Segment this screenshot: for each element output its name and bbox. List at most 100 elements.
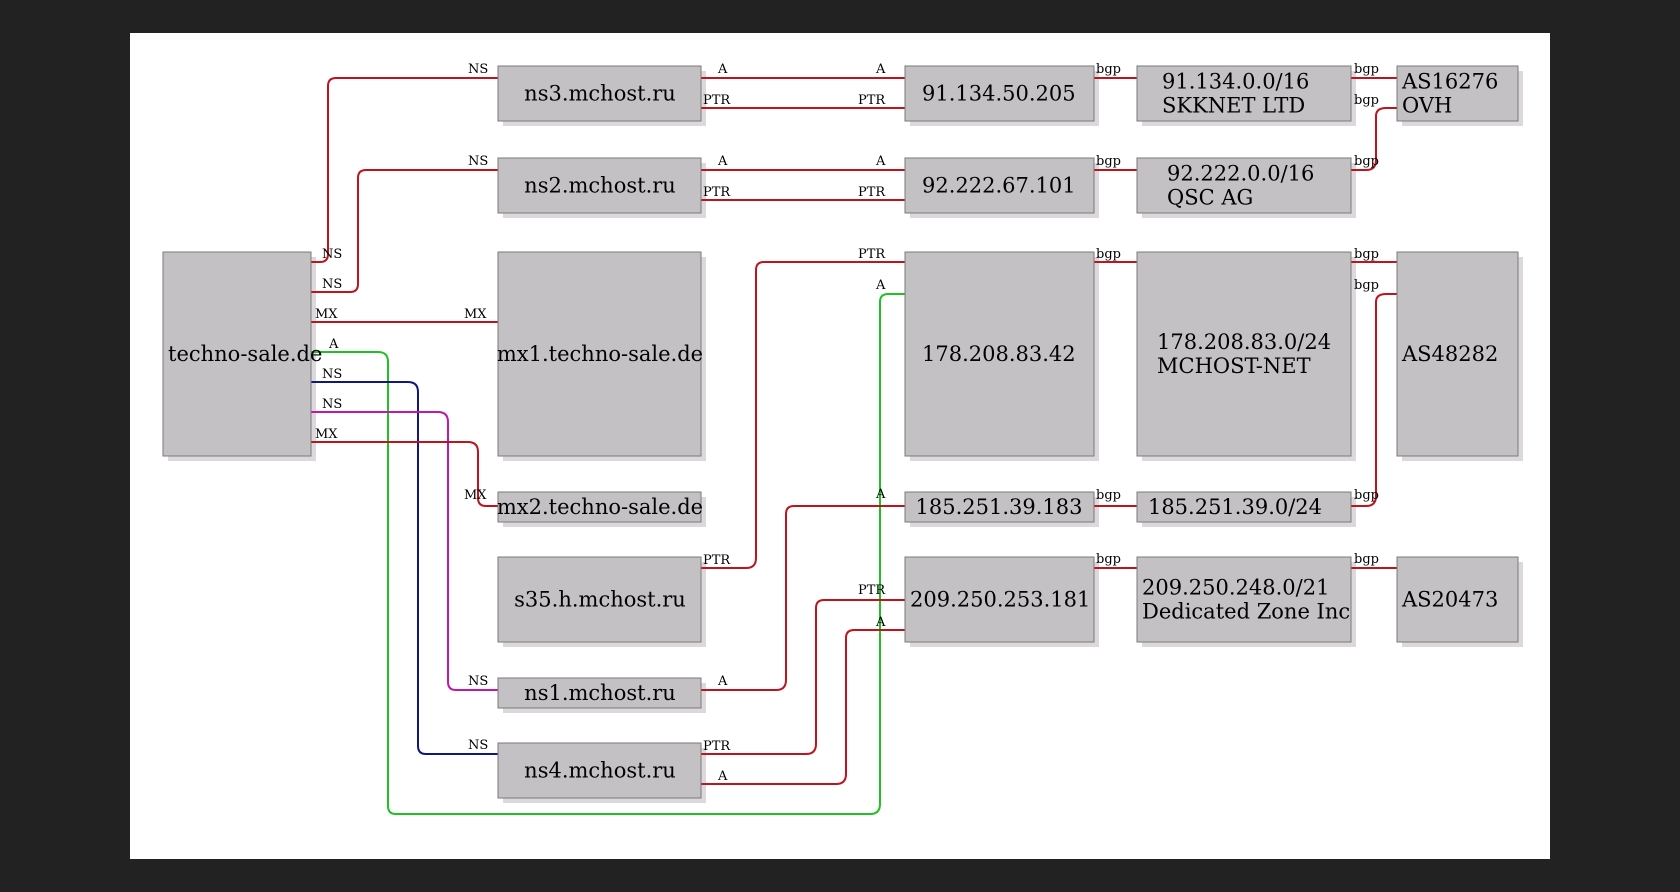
edge-label-bgp: bgp xyxy=(1354,488,1379,503)
edge-label-bgp: bgp xyxy=(1096,552,1121,567)
node-label: 91.134.0.0/16 xyxy=(1162,70,1309,94)
node-ip-209[interactable] xyxy=(904,556,1095,643)
edge-label-a: A xyxy=(875,278,886,293)
edge xyxy=(1351,293,1397,507)
node-label: AS16276 xyxy=(1401,70,1498,94)
edge-label-mx: MX xyxy=(464,307,487,322)
node-as20473[interactable] xyxy=(1396,556,1519,643)
node-label: 209.250.253.181 xyxy=(910,588,1090,612)
node-label: ns4.mchost.ru xyxy=(524,759,676,783)
edge-label-mx: MX xyxy=(315,427,338,442)
edge-label-a: A xyxy=(717,674,728,689)
node-net-209[interactable] xyxy=(1136,556,1352,643)
edge-label-a: A xyxy=(875,487,886,502)
node-label: 92.222.67.101 xyxy=(922,174,1076,198)
edge-label-bgp: bgp xyxy=(1354,552,1379,567)
edge-label-bgp: bgp xyxy=(1354,278,1379,293)
edge-label-bgp: bgp xyxy=(1354,247,1379,262)
node-label: mx2.techno-sale.de xyxy=(497,495,703,519)
edge xyxy=(701,505,905,691)
edge xyxy=(701,629,905,785)
node-label: ns3.mchost.ru xyxy=(524,82,676,106)
edge-label-ptr: PTR xyxy=(703,185,731,200)
edge xyxy=(701,261,905,569)
node-label: 178.208.83.42 xyxy=(922,342,1076,366)
node-s35[interactable] xyxy=(497,556,702,643)
edge-label-ns: NS xyxy=(322,367,342,382)
node-label: MCHOST-NET xyxy=(1157,354,1311,378)
node-mx2[interactable] xyxy=(497,491,702,523)
node-label: mx1.techno-sale.de xyxy=(497,342,703,366)
node-ns3[interactable] xyxy=(497,65,702,122)
node-label: 91.134.50.205 xyxy=(922,82,1076,106)
edge xyxy=(311,293,905,815)
node-label: 185.251.39.183 xyxy=(916,495,1083,519)
edge-label-ns: NS xyxy=(468,738,488,753)
node-label: Dedicated Zone Inc xyxy=(1142,600,1350,624)
edge-label-bgp: bgp xyxy=(1096,247,1121,262)
edge-label-ptr: PTR xyxy=(703,553,731,568)
node-label: 185.251.39.0/24 xyxy=(1148,495,1322,519)
node-ip-91[interactable] xyxy=(904,65,1095,122)
node-net-178[interactable] xyxy=(1136,251,1352,457)
node-label: ns1.mchost.ru xyxy=(524,681,676,705)
node-label: AS20473 xyxy=(1401,588,1498,612)
edge xyxy=(1351,107,1397,171)
edge-label-a: A xyxy=(717,154,728,169)
node-label: 92.222.0.0/16 xyxy=(1167,162,1314,186)
node-ip-185[interactable] xyxy=(904,491,1095,523)
edge-label-mx: MX xyxy=(464,488,487,503)
edge-label-bgp: bgp xyxy=(1096,488,1121,503)
edge-label-bgp: bgp xyxy=(1354,154,1379,169)
edge-label-ns: NS xyxy=(322,247,342,262)
edge-label-a: A xyxy=(717,769,728,784)
node-net-91[interactable] xyxy=(1136,65,1352,122)
edge xyxy=(311,77,498,263)
node-label: SKKNET LTD xyxy=(1162,94,1305,118)
node-label: techno-sale.de xyxy=(168,342,322,366)
edge-label-ptr: PTR xyxy=(858,583,886,598)
node-ns4[interactable] xyxy=(497,742,702,799)
node-ip-178[interactable] xyxy=(904,251,1095,457)
node-label: 209.250.248.0/21 xyxy=(1142,576,1329,600)
node-as16276[interactable] xyxy=(1396,65,1519,122)
node-ns2[interactable] xyxy=(497,157,702,214)
node-label: ns2.mchost.ru xyxy=(524,174,676,198)
node-label: s35.h.mchost.ru xyxy=(514,588,686,612)
edge xyxy=(701,599,905,755)
edge-label-bgp: bgp xyxy=(1354,62,1379,77)
node-mx1[interactable] xyxy=(497,251,702,457)
node-ip-92[interactable] xyxy=(904,157,1095,214)
edge-label-ns: NS xyxy=(468,154,488,169)
edge-label-a: A xyxy=(328,337,339,352)
edge xyxy=(311,169,498,293)
edge-label-bgp: bgp xyxy=(1096,62,1121,77)
edge-label-a: A xyxy=(875,154,886,169)
edge-label-a: A xyxy=(875,615,886,630)
node-as48282[interactable] xyxy=(1396,251,1519,457)
edge-label-ns: NS xyxy=(468,62,488,77)
node-ns1[interactable] xyxy=(497,677,702,709)
node-net-185[interactable] xyxy=(1136,491,1352,523)
edge-label-bgp: bgp xyxy=(1354,93,1379,108)
edge-label-a: A xyxy=(875,62,886,77)
edge-label-ptr: PTR xyxy=(703,739,731,754)
edge-label-bgp: bgp xyxy=(1096,154,1121,169)
node-label: 178.208.83.0/24 xyxy=(1157,330,1331,354)
edge-label-ptr: PTR xyxy=(858,185,886,200)
node-label: AS48282 xyxy=(1401,342,1498,366)
edge-label-ns: NS xyxy=(322,397,342,412)
edge-label-a: A xyxy=(717,62,728,77)
node-label: OVH xyxy=(1402,94,1452,118)
node-net-92[interactable] xyxy=(1136,157,1352,214)
edge-label-ptr: PTR xyxy=(703,93,731,108)
edge xyxy=(311,381,498,755)
edge-label-ptr: PTR xyxy=(858,247,886,262)
edge xyxy=(311,411,498,691)
node-techno-sale[interactable] xyxy=(162,251,312,457)
edge-label-ns: NS xyxy=(468,674,488,689)
edge xyxy=(311,441,498,507)
node-label: QSC AG xyxy=(1167,186,1253,210)
edge-label-mx: MX xyxy=(315,307,338,322)
